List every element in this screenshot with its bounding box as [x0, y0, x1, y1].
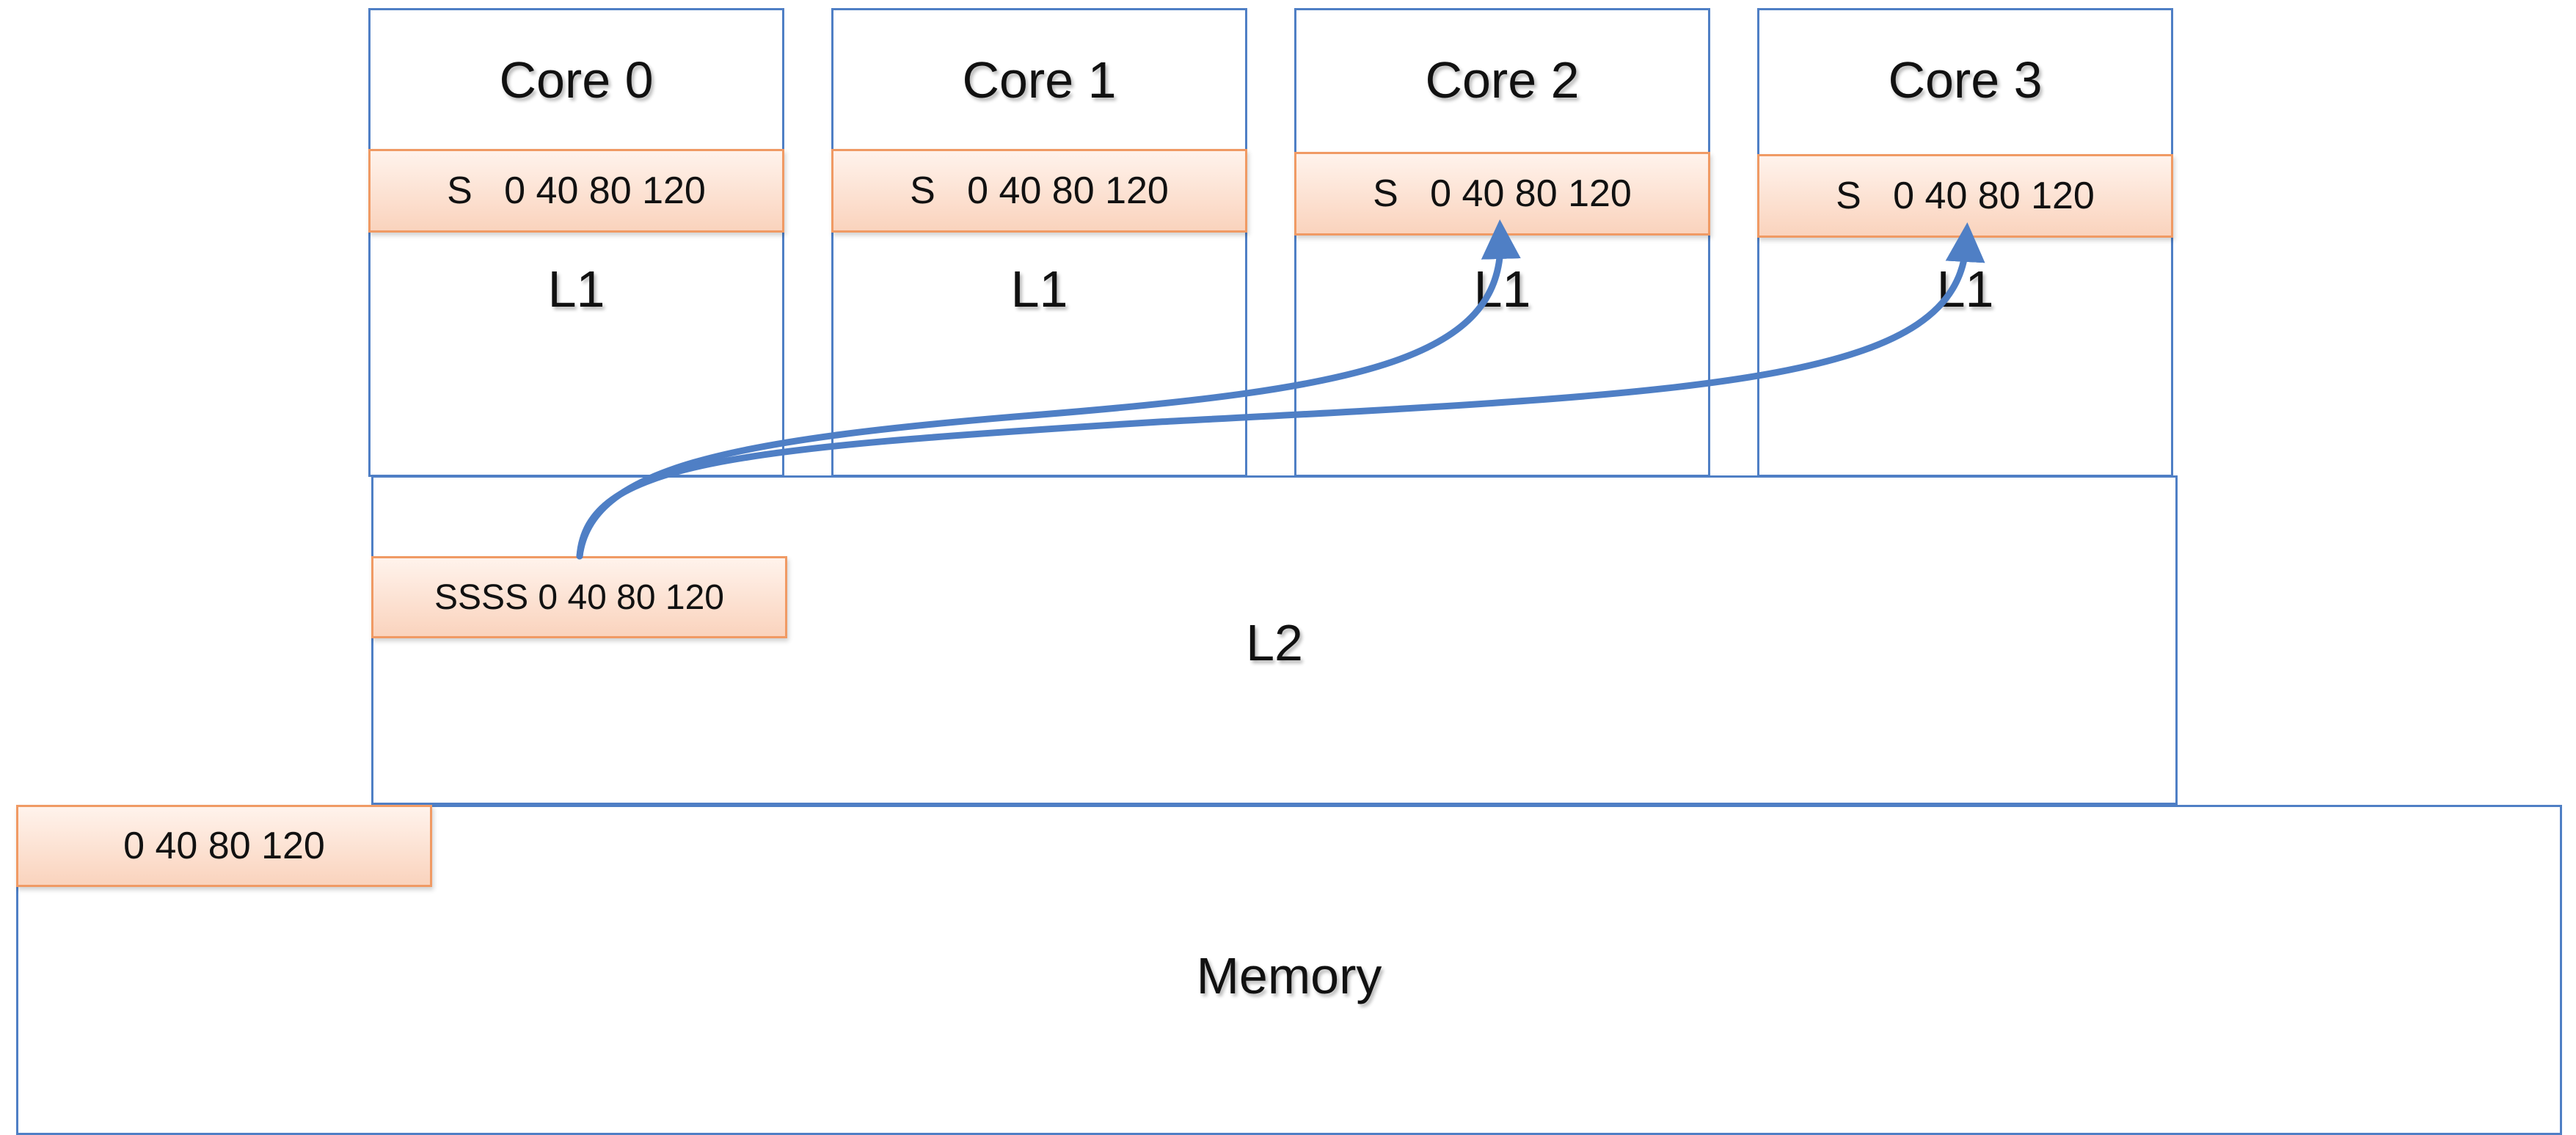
core-3-l1-label: L1: [1936, 260, 1994, 318]
core-2-l1-label: L1: [1473, 260, 1531, 318]
core-2-box: Core 2 L1: [1294, 8, 1710, 477]
l2-label: L2: [1246, 614, 1303, 671]
l2-box: L2: [371, 475, 2178, 805]
core-0-l1-label: L1: [547, 260, 605, 318]
core-1-title: Core 1: [962, 51, 1117, 109]
core-0-line-tag: S 0 40 80 120: [368, 149, 784, 233]
core-0-title: Core 0: [499, 51, 654, 109]
memory-box: Memory: [16, 805, 2562, 1135]
core-3-box: Core 3 L1: [1757, 8, 2173, 477]
core-1-line-tag: S 0 40 80 120: [831, 149, 1247, 233]
core-3-title: Core 3: [1888, 51, 2043, 109]
core-2-title: Core 2: [1425, 51, 1580, 109]
l2-line-tag: SSSS 0 40 80 120: [371, 556, 787, 638]
core-1-box: Core 1 L1: [831, 8, 1247, 477]
core-3-line-tag: S 0 40 80 120: [1757, 154, 2173, 238]
core-2-line-tag: S 0 40 80 120: [1294, 152, 1710, 236]
core-0-box: Core 0 L1: [368, 8, 784, 477]
memory-label: Memory: [1196, 947, 1382, 1004]
core-1-l1-label: L1: [1010, 260, 1068, 318]
memory-line-tag: 0 40 80 120: [16, 805, 432, 887]
